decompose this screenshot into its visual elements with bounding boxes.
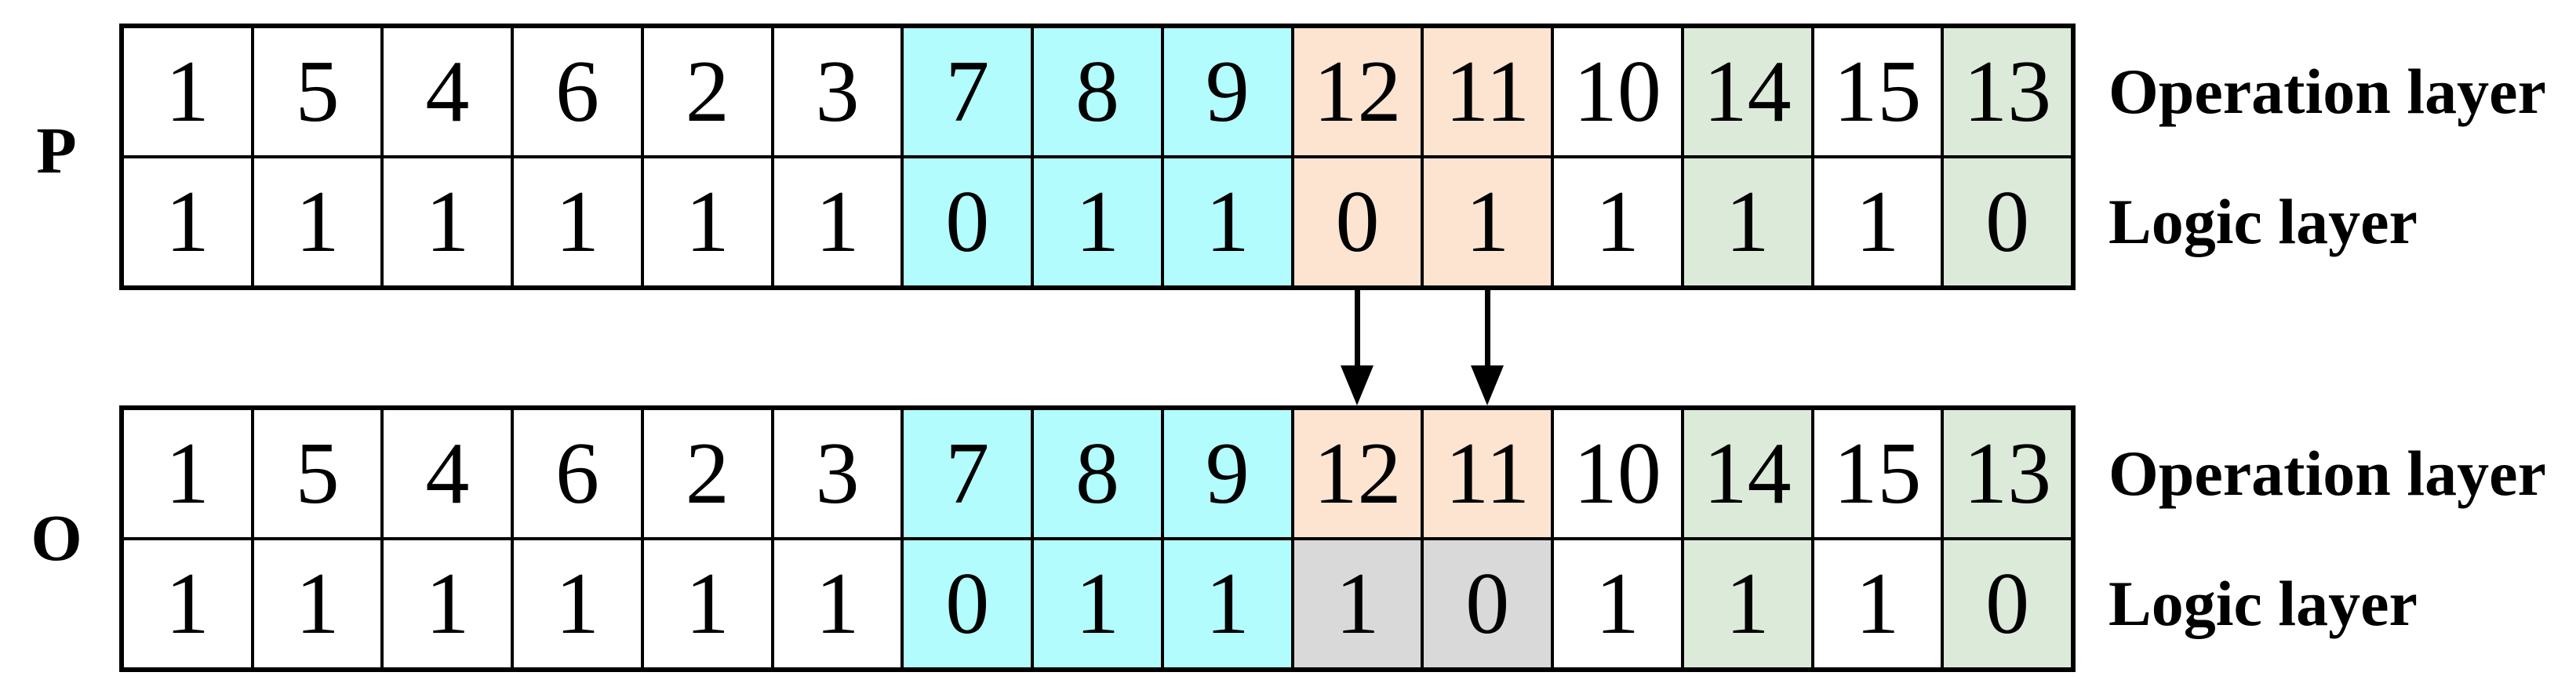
table-o-logic-cell-12: 1 [1554,540,1681,667]
table-o-logic-cell-7: 0 [904,540,1031,667]
table-p-operation-cell-5: 2 [643,28,771,155]
arrow-shaft [1484,290,1490,369]
table-o-operation-cell-4: 6 [514,410,641,537]
table-p-operation-cell-12: 10 [1554,28,1681,155]
table-o-logic-cell-14: 1 [1814,540,1941,667]
table-o-logic-cell-15: 0 [1944,540,2071,667]
table-p-logic-cell-5: 1 [643,158,771,285]
table-p-logic-cell-12: 1 [1554,158,1681,285]
table-o-operation-cell-15: 13 [1944,410,2071,537]
table-p-logic-cell-1: 1 [124,158,251,285]
arrow-head [1471,365,1504,405]
table-o-logic-cell-11: 0 [1424,540,1552,667]
table-o-operation-cell-12: 10 [1554,410,1681,537]
table-p-logic-cell-11: 1 [1424,158,1552,285]
table-o-operation-cell-7: 7 [904,410,1031,537]
table-o-operation-cell-9: 9 [1163,410,1291,537]
table-p-logic-cell-4: 1 [514,158,641,285]
arrow-head [1341,365,1374,405]
table-o-operation-cell-8: 8 [1034,410,1161,537]
table-o-operation-cell-14: 15 [1814,410,1941,537]
table-p-operation-cell-4: 6 [514,28,641,155]
table-o-operation-cell-3: 4 [384,410,511,537]
table-o-operation-cell-10: 12 [1293,410,1421,537]
table-o-operation-cell-6: 3 [773,410,901,537]
table-p-logic-cell-15: 0 [1944,158,2071,285]
table-o-logic-cell-8: 1 [1034,540,1161,667]
table-p-logic-cell-8: 1 [1034,158,1161,285]
table-o-operation-cell-13: 14 [1683,410,1811,537]
table-p-logic-cell-10: 0 [1293,158,1421,285]
table-o-logic-cell-1: 1 [124,540,251,667]
table-p-operation-cell-3: 4 [384,28,511,155]
offspring-row-label: O [31,502,82,575]
p-logic-layer-label: Logic layer [2108,186,2418,257]
parent-row-label: P [36,114,77,187]
table-p-logic-cell-2: 1 [253,158,381,285]
table-p-operation-cell-15: 13 [1944,28,2071,155]
table-p-operation-cell-1: 1 [124,28,251,155]
table-o-logic-cell-3: 1 [384,540,511,667]
table-p-logic-cell-9: 1 [1163,158,1291,285]
table-p-logic-cell-6: 1 [773,158,901,285]
table-p-logic-cell-3: 1 [384,158,511,285]
table-o-logic-cell-9: 1 [1163,540,1291,667]
table-p-operation-cell-9: 9 [1163,28,1291,155]
table-o-logic-cell-6: 1 [773,540,901,667]
table-o-operation-cell-1: 1 [124,410,251,537]
table-p-operation-cell-14: 15 [1814,28,1941,155]
table-p-logic-cell-13: 1 [1683,158,1811,285]
o-logic-layer-label: Logic layer [2108,568,2418,639]
table-o-operation-cell-2: 5 [253,410,381,537]
table-p-operation-cell-8: 8 [1034,28,1161,155]
table-p-logic-cell-14: 1 [1814,158,1941,285]
table-p-operation-cell-13: 14 [1683,28,1811,155]
o-operation-layer-label: Operation layer [2108,438,2546,509]
table-o-logic-cell-13: 1 [1683,540,1811,667]
table-p-operation-cell-2: 5 [253,28,381,155]
table-o-logic-cell-10: 1 [1293,540,1421,667]
table-p-operation-cell-11: 11 [1424,28,1552,155]
table-p-operation-cell-7: 7 [904,28,1031,155]
table-p-operation-cell-6: 3 [773,28,901,155]
p-operation-layer-label: Operation layer [2108,56,2546,127]
arrow-shaft [1354,290,1360,369]
table-o-logic-cell-2: 1 [253,540,381,667]
table-p-operation-cell-10: 12 [1293,28,1421,155]
table-o-logic-cell-5: 1 [643,540,771,667]
table-p-logic-cell-7: 0 [904,158,1031,285]
table-o-operation-cell-5: 2 [643,410,771,537]
table-o-operation-cell-11: 11 [1424,410,1552,537]
table-o-logic-cell-4: 1 [514,540,641,667]
